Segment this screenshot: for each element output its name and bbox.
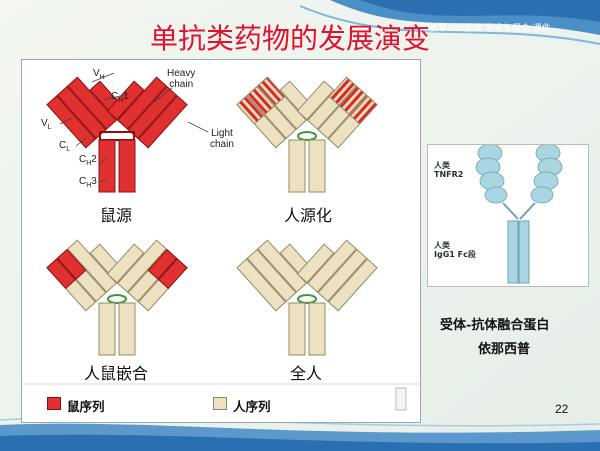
legend-human-seq: 人序列 — [233, 399, 271, 414]
label-vl: VL — [41, 118, 52, 131]
page-number: 22 — [555, 402, 569, 416]
label-ch1: CH1 — [111, 91, 129, 104]
antibody-mouse — [46, 76, 188, 193]
antibody-diagrams — [22, 72, 420, 422]
legend-swatch-mouse — [47, 397, 61, 410]
right-caption-line1: 受体-抗体融合蛋白 — [440, 318, 550, 333]
legend-mouse-seq: 鼠序列 — [67, 399, 105, 414]
label-ch3: CH3 — [79, 176, 97, 189]
right-caption-line2: 依那西普 — [478, 342, 531, 357]
caption-chimeric: 人鼠嵌合 — [84, 364, 149, 383]
watermark-text: 解放军306医院 学术年餐会 课件 — [420, 24, 551, 34]
label-ch2: CH2 — [79, 154, 97, 167]
caption-mouse: 鼠源 — [100, 206, 133, 225]
caption-humanized: 人源化 — [284, 206, 333, 225]
slide-title: 单抗类药物的发展演变 — [150, 22, 431, 55]
caption-human: 全人 — [290, 364, 323, 383]
label-vh: VH — [93, 68, 105, 81]
antibody-human — [236, 239, 378, 356]
legend-swatch-human — [213, 397, 227, 410]
etanercept-diagram — [475, 145, 563, 284]
label-leader-lines — [59, 72, 209, 183]
antibody-humanized — [236, 76, 378, 193]
antibody-chimeric — [46, 239, 188, 356]
label-cl: CL — [59, 140, 71, 153]
